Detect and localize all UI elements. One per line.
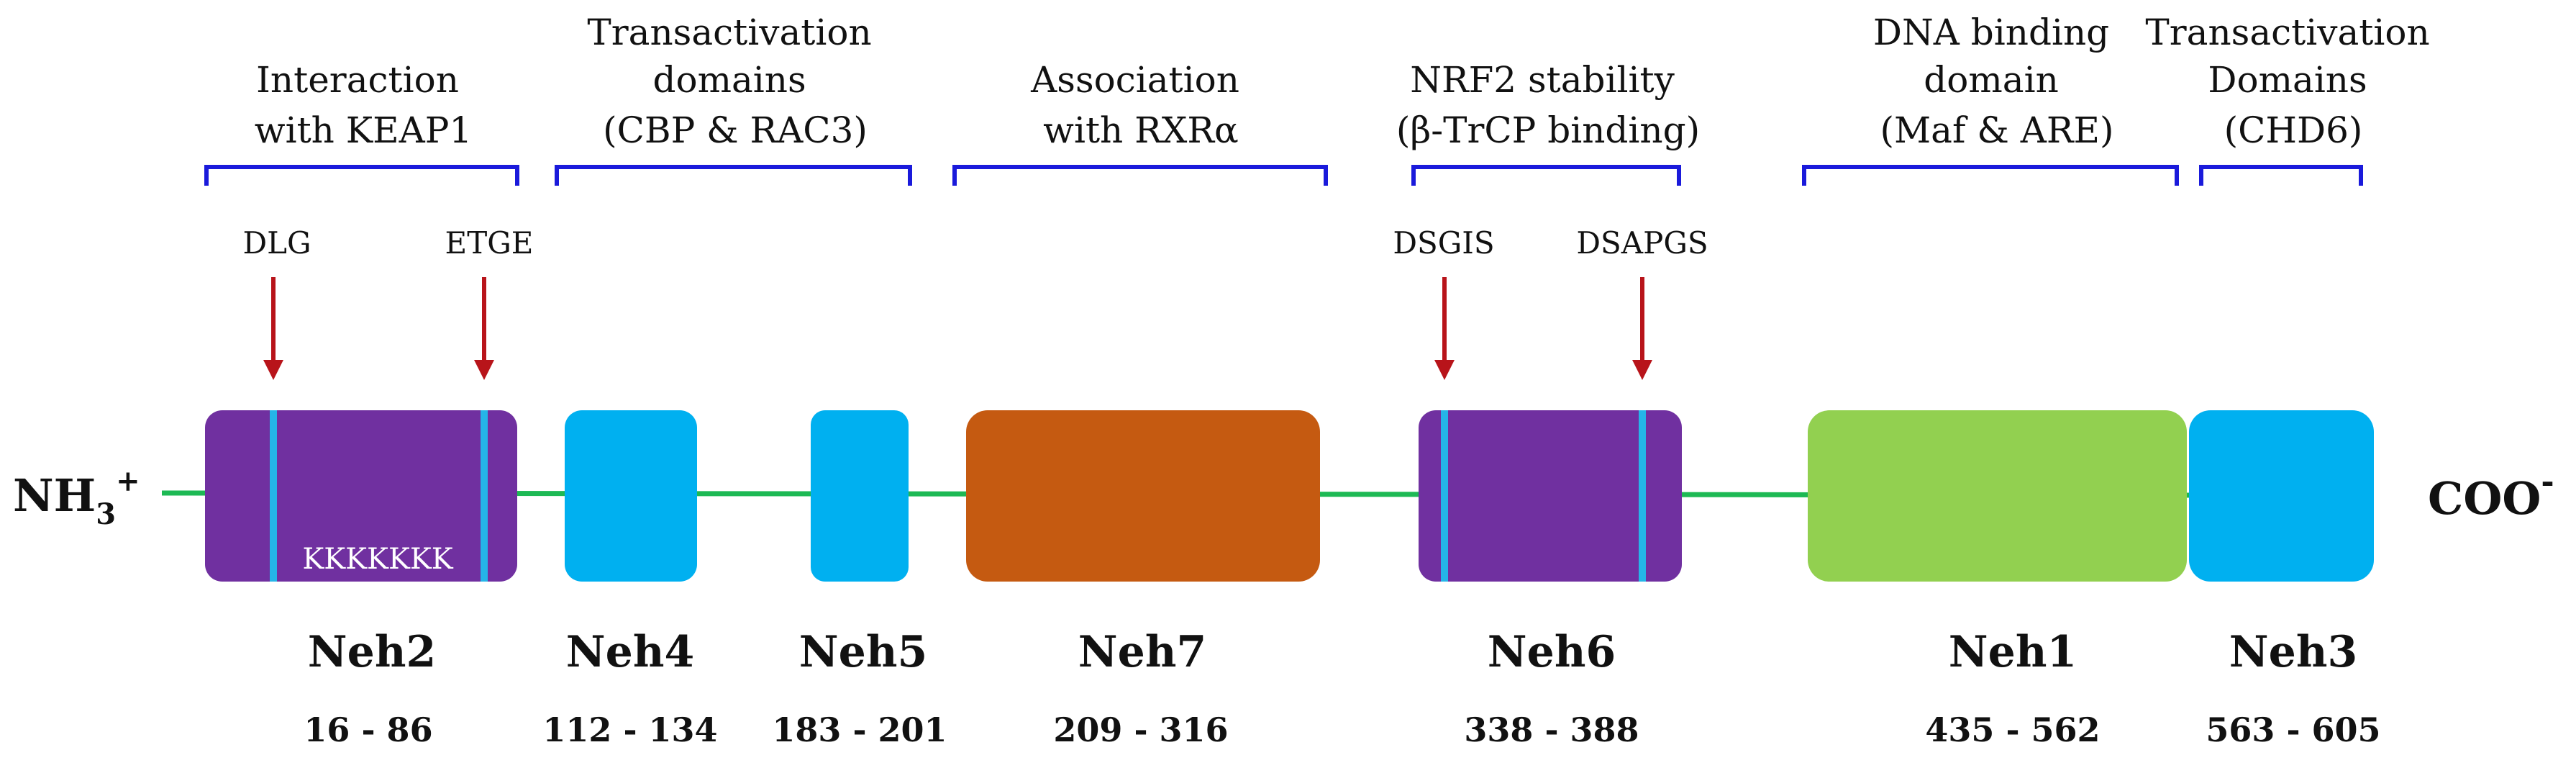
motif-label-dsapgs: DSAPGS (1576, 225, 1708, 261)
bracket-keap1 (204, 165, 519, 186)
domain-range-neh6: 338 - 388 (1464, 710, 1639, 749)
domain-range-neh1: 435 - 562 (1925, 710, 2100, 749)
domain-range-neh7: 209 - 316 (1053, 710, 1228, 749)
motif-label-dlg: DLG (242, 225, 311, 261)
function-label-rxr: Association with RXRα (1030, 59, 1251, 151)
domain-box-neh2 (205, 410, 517, 582)
function-label-transactivation-2: Transactivation Domains (CHD6) (2145, 12, 2441, 151)
domain-name-neh7: Neh7 (1078, 627, 1206, 677)
motif-stripe-dsapgs (1639, 410, 1646, 582)
arrow-etge (474, 277, 494, 380)
domain-box-neh3 (2189, 410, 2374, 582)
domain-box-neh4 (565, 410, 697, 582)
arrow-dlg (263, 277, 283, 380)
function-label-dna-binding: DNA binding domain (Maf & ARE) (1873, 12, 2121, 151)
arrow-dsgis (1434, 277, 1455, 380)
domain-name-neh4: Neh4 (566, 627, 694, 677)
domain-range-neh5: 183 - 201 (772, 710, 947, 749)
arrow-dsapgs (1632, 277, 1652, 380)
domain-box-neh1 (1808, 410, 2187, 582)
bracket-ta1 (555, 165, 912, 186)
domain-range-neh4: 112 - 134 (542, 710, 717, 749)
domain-name-neh1: Neh1 (1949, 627, 2077, 677)
bracket-ta2 (2199, 165, 2363, 186)
n-terminus-label: NH3+ (13, 464, 140, 531)
domain-name-neh5: Neh5 (799, 627, 927, 677)
bracket-dna (1802, 165, 2179, 186)
function-label-transactivation-1: Transactivation domains (CBP & RAC3) (587, 12, 883, 151)
motif-stripe-dlg (270, 410, 277, 582)
domain-name-neh3: Neh3 (2229, 627, 2357, 677)
c-terminus-label: COO- (2428, 464, 2554, 525)
motif-stripe-dsgis (1441, 410, 1448, 582)
domain-range-neh2: 16 - 86 (304, 710, 432, 749)
motif-stripe-etge (481, 410, 488, 582)
domain-name-neh2: Neh2 (308, 627, 436, 677)
motif-label-etge: ETGE (445, 225, 534, 261)
bracket-rxr (952, 165, 1328, 186)
domain-range-neh3: 563 - 605 (2206, 710, 2380, 749)
lysine-residues-label: KKKKKKK (302, 543, 453, 576)
function-label-keap1: Interaction with KEAP1 (255, 59, 472, 151)
domain-box-neh5 (811, 410, 909, 582)
motif-label-dsgis: DSGIS (1393, 225, 1494, 261)
domain-box-neh6 (1419, 410, 1682, 582)
bracket-nrf2 (1411, 165, 1681, 186)
domain-box-neh7 (966, 410, 1320, 582)
domain-name-neh6: Neh6 (1488, 627, 1616, 677)
function-label-nrf2-stability: NRF2 stability (β-TrCP binding) (1396, 59, 1700, 151)
